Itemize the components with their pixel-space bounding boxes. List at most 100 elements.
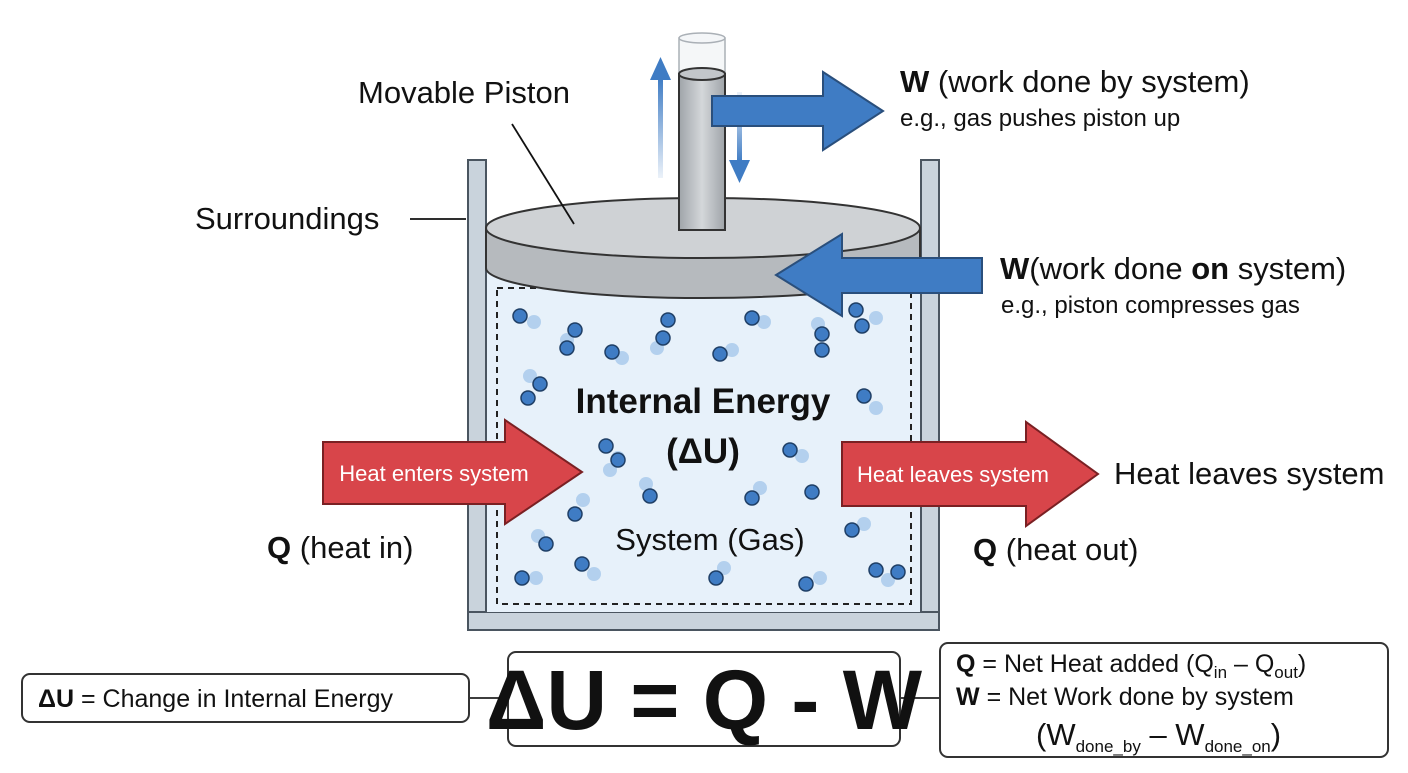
heat-in-arrow-label: Heat enters system (339, 461, 529, 486)
gas-molecule (567, 506, 583, 522)
molecule-trail (527, 315, 541, 329)
molecule-trail (753, 481, 767, 495)
gas-molecule (598, 438, 614, 454)
molecule-trail (717, 561, 731, 575)
gas-molecule (567, 322, 583, 338)
work-by-system-label: W (work done by system) (900, 64, 1250, 99)
q-sub-in: in (1214, 663, 1227, 682)
work-by-system-arrow-icon (711, 70, 885, 152)
work-on-system-arrow-icon (774, 232, 983, 318)
molecule-trail (869, 401, 883, 415)
q-out-symbol: Q (973, 532, 997, 567)
work-on-post: system) (1229, 251, 1346, 286)
molecule-trail (576, 493, 590, 507)
heat-out-arrow-icon: Heat leaves system (841, 420, 1100, 528)
gas-molecule (574, 556, 590, 572)
gas-molecule (514, 570, 530, 586)
gas-molecule (538, 536, 554, 552)
molecule-trail (857, 517, 871, 531)
work-on-symbol: W (1000, 251, 1030, 286)
piston-rod (678, 32, 726, 231)
heat-out-arrow-label: Heat leaves system (857, 462, 1049, 487)
gas-molecule (512, 308, 528, 324)
q-def-symbol: Q (956, 650, 975, 678)
work-on-system-label: W(work done on system) (1000, 251, 1346, 286)
work-on-example: e.g., piston compresses gas (1001, 292, 1300, 319)
q-minus: – Q (1227, 650, 1274, 678)
molecule-trail (725, 343, 739, 357)
w-detail: (Wdone_by – Wdone_on) (1036, 717, 1281, 756)
main-formula-box: ΔU = Q - W (486, 651, 923, 747)
delta-u-definition-box: ΔU = Change in Internal Energy (21, 673, 470, 723)
work-by-symbol: W (900, 64, 930, 99)
q-in-symbol: Q (267, 530, 291, 565)
gas-molecule (655, 330, 671, 346)
q-out-text: (heat out) (1006, 532, 1139, 567)
w-close: ) (1271, 717, 1281, 752)
q-sub-out: out (1274, 663, 1298, 682)
molecule-trail (813, 571, 827, 585)
q-def-text: = Net Heat added (Q (982, 650, 1213, 678)
first-law-formula: ΔU = Q - W (486, 653, 923, 747)
q-in-text: (heat in) (300, 530, 414, 565)
gas-molecule (610, 452, 626, 468)
gas-molecule (744, 310, 760, 326)
molecule-trail (529, 571, 543, 585)
gas-molecule (712, 346, 728, 362)
molecule-trail (639, 477, 653, 491)
gas-molecule (708, 570, 724, 586)
work-on-bold: on (1191, 251, 1229, 286)
delta-u-text: = Change in Internal Energy (81, 685, 394, 713)
work-on-pre: (work done (1029, 251, 1191, 286)
gas-molecule (854, 318, 870, 334)
internal-energy-symbol: (ΔU) (666, 432, 740, 471)
system-gas-label: System (Gas) (615, 522, 804, 557)
gas-molecule (520, 390, 536, 406)
gas-molecule (660, 312, 676, 328)
q-close: ) (1298, 650, 1306, 678)
q-definition: Q = Net Heat added (Qin – Qout) (956, 650, 1306, 682)
up-motion-arrow-icon (650, 57, 671, 178)
gas-molecule (844, 522, 860, 538)
gas-molecule (856, 388, 872, 404)
gas-molecule (798, 576, 814, 592)
work-by-text: (work done by system) (938, 64, 1250, 99)
w-sub-by: done_by (1076, 737, 1142, 756)
heat-in-arrow-icon: Heat enters system (322, 418, 584, 526)
gas-molecule (782, 442, 798, 458)
molecule-trail (881, 573, 895, 587)
gas-molecule (890, 564, 906, 580)
gas-molecule (559, 340, 575, 356)
molecule-trail (523, 369, 537, 383)
molecule-trail (603, 463, 617, 477)
gas-molecule (532, 376, 548, 392)
gas-molecule (604, 344, 620, 360)
gas-molecule (642, 488, 658, 504)
surroundings-label: Surroundings (195, 201, 379, 236)
q-heat-in-label: Q (heat in) (267, 530, 413, 565)
w-open: (W (1036, 717, 1076, 752)
delta-u-symbol: ΔU (38, 685, 74, 713)
internal-energy-label: Internal Energy (576, 382, 831, 421)
movable-piston-label: Movable Piston (358, 75, 570, 110)
w-def-text: = Net Work done by system (987, 683, 1294, 711)
q-w-definition-box: Q = Net Heat added (Qin – Qout) W = Net … (939, 642, 1389, 758)
molecule-trail (587, 567, 601, 581)
molecule-trail (869, 311, 883, 325)
gas-molecule (804, 484, 820, 500)
gas-molecule (848, 302, 864, 318)
w-definition: W = Net Work done by system (956, 683, 1294, 711)
gas-molecule (868, 562, 884, 578)
w-minus: – W (1141, 717, 1205, 752)
gas-molecule (814, 326, 830, 342)
gas-molecules (512, 302, 906, 592)
molecule-trail (757, 315, 771, 329)
gas-molecule (814, 342, 830, 358)
delta-u-definition: ΔU = Change in Internal Energy (38, 685, 393, 713)
molecule-trail (795, 449, 809, 463)
gas-molecule (744, 490, 760, 506)
w-def-symbol: W (956, 683, 980, 711)
piston-leader-line (511, 123, 575, 225)
